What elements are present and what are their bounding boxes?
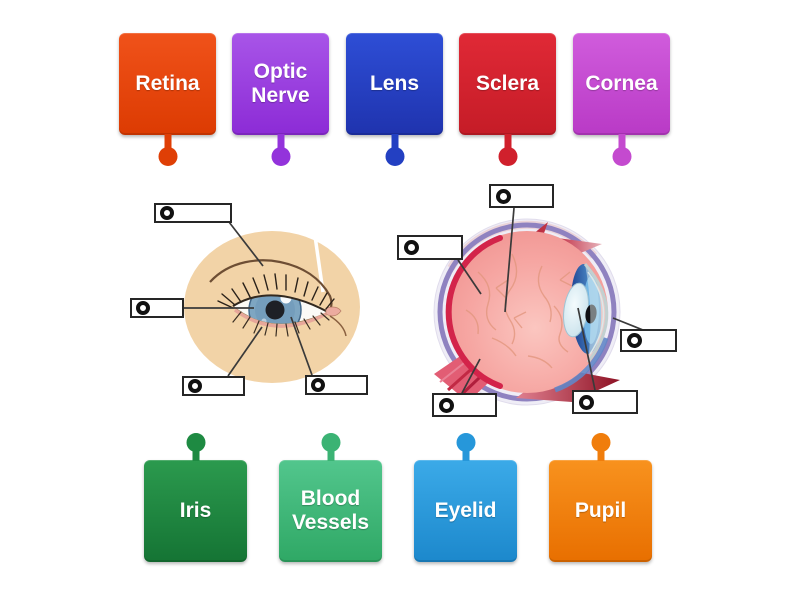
- answer-slot-lens-side[interactable]: [572, 390, 638, 414]
- tile-optic-nerve-label: Optic Nerve: [251, 60, 310, 107]
- pin-stem: [164, 134, 171, 150]
- pin-stem: [391, 134, 398, 150]
- pin-knob-icon: [456, 433, 475, 452]
- eyeball-cross-section-illustration: [433, 218, 621, 406]
- answer-slot-globe-left[interactable]: [397, 235, 463, 260]
- pin-knob-icon: [186, 433, 205, 452]
- tile-lens-label: Lens: [369, 72, 419, 96]
- ring-icon: [188, 379, 202, 393]
- pin-knob-icon: [321, 433, 340, 452]
- pin-stem: [327, 446, 334, 461]
- ring-icon: [404, 240, 419, 255]
- tile-eyelid[interactable]: Eyelid: [414, 433, 517, 562]
- answer-slot-pupil-front[interactable]: [305, 375, 368, 395]
- pin-stem: [277, 134, 284, 150]
- tile-retina-label: Retina: [135, 72, 200, 96]
- tile-pupil-label: Pupil: [574, 499, 627, 523]
- eye-front-illustration: [184, 231, 360, 383]
- pin-stem: [192, 446, 199, 461]
- ring-icon: [627, 333, 642, 348]
- tile-cornea-label: Cornea: [585, 72, 658, 96]
- pin-knob-icon: [385, 147, 404, 166]
- tile-iris-label: Iris: [179, 499, 212, 523]
- tile-retina[interactable]: Retina: [119, 33, 216, 166]
- tile-lens[interactable]: Lens: [346, 33, 443, 166]
- answer-slot-optic-nerve-side[interactable]: [432, 393, 497, 417]
- pin-stem: [618, 134, 625, 150]
- tile-blood-vessels-label: Blood Vessels: [291, 487, 370, 534]
- pin-stem: [597, 446, 604, 461]
- answer-slot-iris-front[interactable]: [182, 376, 245, 396]
- pin-stem: [504, 134, 511, 150]
- pin-knob-icon: [612, 147, 631, 166]
- pin-knob-icon: [271, 147, 290, 166]
- tile-optic-nerve[interactable]: Optic Nerve: [232, 33, 329, 166]
- tile-blood-vessels[interactable]: Blood Vessels: [279, 433, 382, 562]
- pin-knob-icon: [158, 147, 177, 166]
- pin-stem: [462, 446, 469, 461]
- pin-knob-icon: [591, 433, 610, 452]
- pin-knob-icon: [498, 147, 517, 166]
- answer-slot-eyelid-crease[interactable]: [154, 203, 232, 223]
- ring-icon: [160, 206, 174, 220]
- tile-iris[interactable]: Iris: [144, 433, 247, 562]
- ring-icon: [439, 397, 454, 413]
- tile-sclera[interactable]: Sclera: [459, 33, 556, 166]
- tile-cornea[interactable]: Cornea: [573, 33, 670, 166]
- ring-icon: [579, 394, 594, 410]
- tile-sclera-label: Sclera: [475, 72, 540, 96]
- tile-pupil[interactable]: Pupil: [549, 433, 652, 562]
- answer-slot-cornea-side[interactable]: [620, 329, 677, 352]
- answer-slot-sclera-front[interactable]: [130, 298, 184, 318]
- ring-icon: [496, 188, 511, 204]
- ring-icon: [136, 301, 150, 315]
- ring-icon: [311, 378, 325, 392]
- tile-eyelid-label: Eyelid: [434, 499, 497, 523]
- answer-slot-globe-top[interactable]: [489, 184, 554, 208]
